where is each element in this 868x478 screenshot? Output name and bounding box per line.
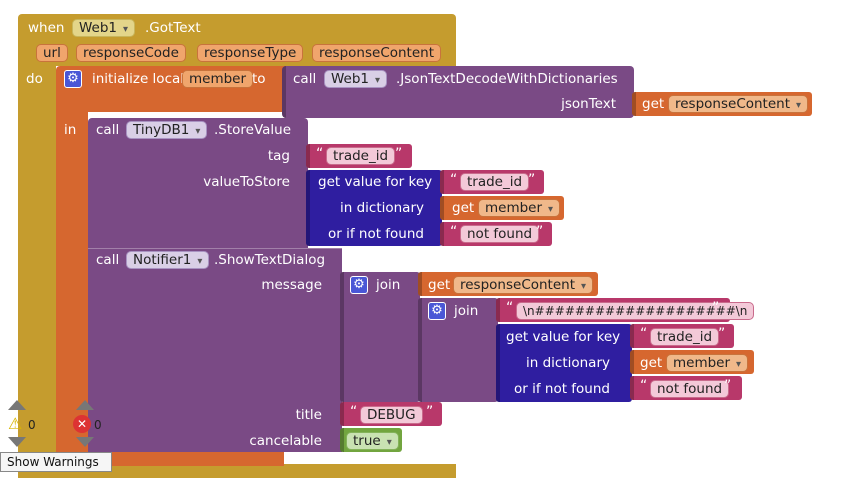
- to-label: to: [252, 71, 266, 87]
- mutator-gear-icon[interactable]: ⚙: [64, 70, 82, 88]
- quote-close-6: ”: [724, 378, 732, 394]
- storevalue-method-name: .StoreValue: [214, 122, 292, 138]
- showtextdialog-call-label: call: [96, 252, 120, 268]
- warning-icon: ⚠: [8, 414, 23, 433]
- title-label: title: [295, 407, 322, 423]
- errors-next-arrow-icon[interactable]: [76, 437, 94, 447]
- text-value-separator[interactable]: \n####################\n: [516, 302, 755, 320]
- quote-close-7: ”: [426, 404, 434, 420]
- quote-close-2: ”: [528, 172, 536, 188]
- text-value-trade-id-1[interactable]: trade_id: [326, 147, 396, 165]
- errors-count: 0: [94, 418, 102, 432]
- or-if-not-found-label-2: or if not found: [514, 381, 610, 397]
- dict-lookup-label-1: get value for key: [318, 174, 433, 190]
- boolean-dropdown[interactable]: true▾: [346, 432, 399, 450]
- initialize-local-label: initialize local: [92, 71, 185, 87]
- quote-close-4: ”: [712, 300, 720, 316]
- quote-open-5: “: [640, 326, 648, 342]
- quote-open-3: “: [450, 224, 458, 240]
- component-dropdown-tinydb1[interactable]: TinyDB1▾: [126, 121, 208, 139]
- in-label: in: [64, 122, 77, 138]
- json-method-name: .JsonTextDecodeWithDictionaries: [396, 71, 618, 87]
- dict-lookup-block-1[interactable]: [306, 170, 442, 246]
- storevalue-call-label: call: [96, 122, 120, 138]
- in-dictionary-label-2: in dictionary: [525, 355, 610, 371]
- quote-open-6: “: [640, 378, 648, 394]
- warnings-count: 0: [28, 418, 36, 432]
- join-label-inner: join: [454, 303, 479, 319]
- event-block-footer: [18, 464, 456, 478]
- param-responsecode[interactable]: responseCode: [76, 44, 186, 62]
- quote-open-1: “: [316, 146, 324, 162]
- component-dropdown-web1-json[interactable]: Web1▾: [324, 70, 388, 88]
- do-label: do: [26, 71, 43, 87]
- param-url[interactable]: url: [36, 44, 68, 62]
- get-label-1: get: [642, 96, 665, 112]
- get-label-3: get: [428, 277, 451, 293]
- valuetostore-label: valueToStore: [203, 174, 290, 190]
- get-label-4: get: [640, 355, 663, 371]
- get-var-dropdown-3[interactable]: responseContent▾: [453, 276, 594, 294]
- cancelable-label: cancelable: [249, 433, 322, 449]
- warnings-next-arrow-icon[interactable]: [8, 437, 26, 447]
- text-value-not-found-1[interactable]: not found: [460, 225, 540, 243]
- quote-close-1: ”: [395, 146, 403, 162]
- warnings-prev-arrow-icon[interactable]: [8, 400, 26, 410]
- dict-lookup-block-2[interactable]: [496, 324, 632, 402]
- text-value-trade-id-3[interactable]: trade_id: [650, 328, 720, 346]
- get-var-dropdown-1[interactable]: responseContent▾: [668, 95, 809, 113]
- component-dropdown-notifier1[interactable]: Notifier1▾: [126, 251, 210, 269]
- initialize-local-in-bar: [56, 112, 88, 452]
- join-gear-icon-outer[interactable]: ⚙: [350, 276, 368, 294]
- errors-prev-arrow-icon[interactable]: [76, 400, 94, 410]
- json-call-label: call: [293, 71, 317, 87]
- showtextdialog-method-name: .ShowTextDialog: [214, 252, 326, 268]
- component-dropdown-web1[interactable]: Web1▾: [72, 19, 136, 37]
- show-warnings-button[interactable]: Show Warnings: [0, 452, 112, 472]
- join-label-outer: join: [376, 277, 401, 293]
- message-label: message: [261, 277, 322, 293]
- text-value-not-found-2[interactable]: not found: [650, 380, 730, 398]
- quote-open-2: “: [450, 172, 458, 188]
- storevalue-block[interactable]: [88, 118, 308, 248]
- get-var-dropdown-2[interactable]: member▾: [478, 199, 561, 217]
- in-dictionary-label-1: in dictionary: [339, 200, 424, 216]
- error-icon: ✕: [73, 415, 91, 433]
- quote-close-5: ”: [718, 326, 726, 342]
- quote-open-7: “: [350, 404, 358, 420]
- local-var-name[interactable]: member: [182, 70, 254, 88]
- get-var-dropdown-4[interactable]: member▾: [666, 354, 749, 372]
- showtextdialog-block[interactable]: [88, 248, 342, 452]
- or-if-not-found-label-1: or if not found: [328, 226, 424, 242]
- text-value-debug[interactable]: DEBUG: [360, 406, 423, 424]
- tag-label: tag: [267, 148, 290, 164]
- when-label: when: [28, 20, 65, 36]
- param-responsecontent[interactable]: responseContent: [312, 44, 442, 62]
- jsontext-label: jsonText: [561, 96, 616, 112]
- get-label-2: get: [452, 200, 475, 216]
- initialize-local-footer: [56, 452, 284, 466]
- quote-close-3: ”: [536, 224, 544, 240]
- dict-lookup-label-2: get value for key: [506, 329, 621, 345]
- event-name: .GotText: [145, 20, 201, 36]
- join-gear-icon-inner[interactable]: ⚙: [428, 302, 446, 320]
- param-responsetype[interactable]: responseType: [197, 44, 304, 62]
- text-value-trade-id-2[interactable]: trade_id: [460, 173, 530, 191]
- quote-open-4: “: [506, 300, 514, 316]
